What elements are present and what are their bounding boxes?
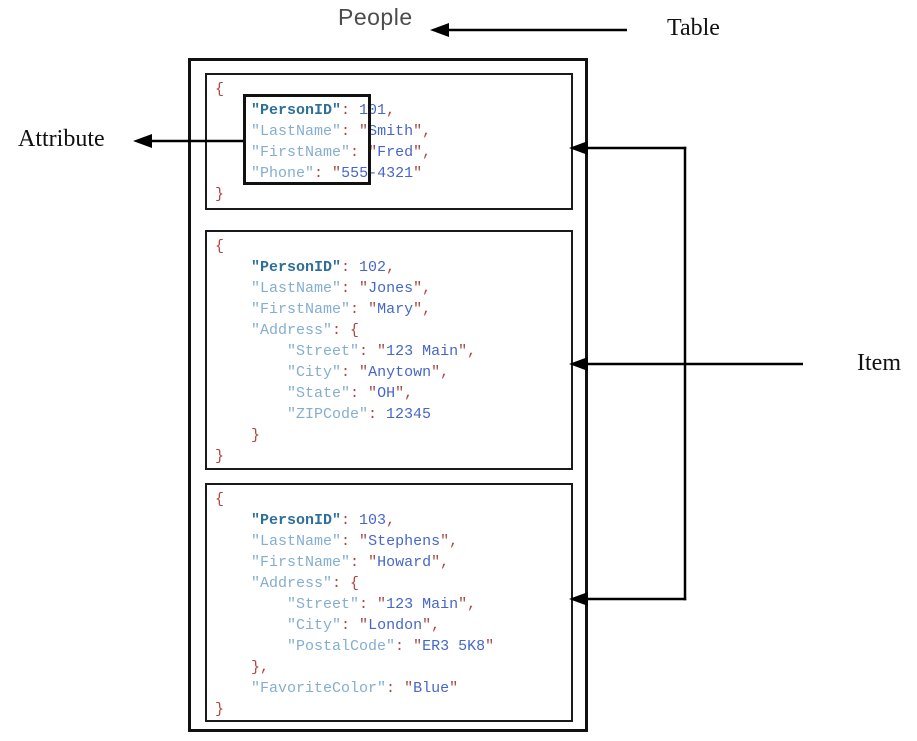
- item-1-json-code: { "PersonID": 101, "LastName": "Smith", …: [207, 75, 571, 205]
- code-line: "LastName": "Jones",: [251, 280, 432, 297]
- code-line: }: [215, 186, 225, 203]
- code-line: "FirstName": "Howard",: [251, 554, 450, 571]
- table-callout-label: Table: [667, 15, 720, 41]
- table-arrow: [430, 23, 627, 37]
- code-line: "FirstName": "Mary",: [251, 301, 432, 318]
- code-line: "Street": "123 Main",: [287, 343, 477, 360]
- code-line: "Address": {: [251, 322, 360, 339]
- code-line: {: [215, 238, 225, 255]
- item-connector: [569, 141, 803, 606]
- item-2-json-code: { "PersonID": 102, "LastName": "Jones", …: [207, 232, 571, 467]
- table-title: People: [338, 4, 413, 30]
- item-callout-label: Item: [857, 350, 901, 376]
- code-line: "Street": "123 Main",: [287, 596, 477, 613]
- code-line: "Address": {: [251, 575, 360, 592]
- item-box-2: { "PersonID": 102, "LastName": "Jones", …: [205, 230, 573, 470]
- code-line: }: [215, 448, 225, 465]
- item-box-1: { "PersonID": 101, "LastName": "Smith", …: [205, 73, 573, 210]
- code-line: "City": "Anytown",: [287, 364, 450, 381]
- code-line: {: [215, 491, 225, 508]
- attribute-callout-label: Attribute: [18, 126, 105, 152]
- code-line: "PersonID": 103,: [251, 512, 396, 529]
- code-line: }: [215, 701, 225, 718]
- code-line: "City": "London",: [287, 617, 441, 634]
- code-line: "Phone": "555-4321": [251, 165, 423, 182]
- code-line: "LastName": "Smith",: [251, 123, 432, 140]
- item-box-3: { "PersonID": 103, "LastName": "Stephens…: [205, 483, 573, 722]
- code-line: }: [251, 427, 261, 444]
- code-line: "FirstName": "Fred",: [251, 144, 432, 161]
- code-line: {: [215, 81, 225, 98]
- code-line: "ZIPCode": 12345: [287, 406, 432, 423]
- code-line: "PersonID": 101,: [251, 102, 396, 119]
- code-line: "FavoriteColor": "Blue": [251, 680, 459, 697]
- item-3-json-code: { "PersonID": 103, "LastName": "Stephens…: [207, 485, 571, 720]
- code-line: "LastName": "Stephens",: [251, 533, 459, 550]
- code-line: "PostalCode": "ER3 5K8": [287, 638, 495, 655]
- code-line: "PersonID": 102,: [251, 259, 396, 276]
- code-line: },: [251, 659, 270, 676]
- code-line: "State": "OH",: [287, 385, 414, 402]
